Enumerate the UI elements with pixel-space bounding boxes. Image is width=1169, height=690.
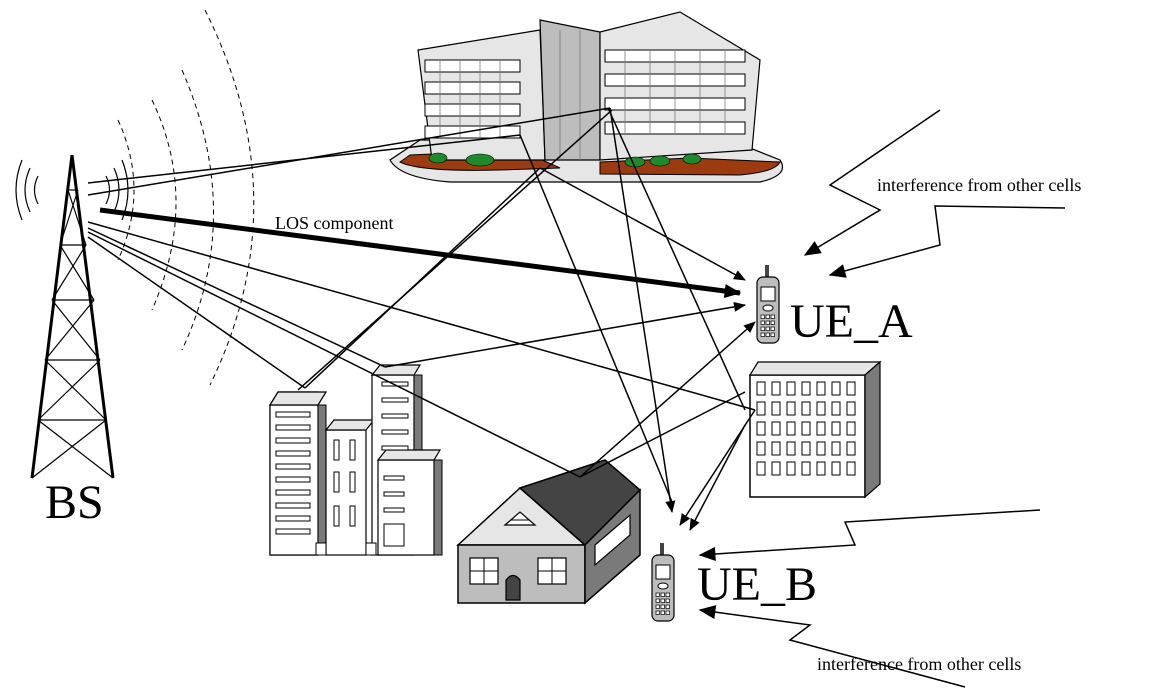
tower-window	[756, 401, 766, 416]
keypad-key	[655, 598, 660, 603]
ue-a-label: UE_A	[790, 295, 913, 348]
keypad-key	[665, 592, 670, 597]
keypad-key	[660, 598, 665, 603]
keypad-key	[770, 332, 775, 337]
interference-label-bottom: interference from other cells	[817, 654, 1021, 674]
wavefronts	[117, 9, 255, 386]
tower-window	[771, 461, 781, 476]
los-component-label: LOS component	[275, 213, 394, 233]
tower-window	[816, 441, 826, 456]
keypad-key	[665, 604, 670, 609]
ue-b-label: UE_B	[697, 558, 817, 611]
keypad-key	[655, 610, 660, 615]
tower-window	[816, 401, 826, 416]
tower-window	[756, 441, 766, 456]
tower-window	[801, 441, 811, 456]
keypad-key	[660, 610, 665, 615]
keypad-key	[760, 326, 765, 331]
keypad-key	[665, 610, 670, 615]
tower-window	[816, 381, 826, 396]
tower-window	[786, 421, 796, 436]
tower-window	[771, 421, 781, 436]
tower-window	[786, 381, 796, 396]
tower-window	[771, 441, 781, 456]
tower-window	[846, 381, 856, 396]
tower-window	[846, 461, 856, 476]
keypad-key	[770, 314, 775, 319]
keypad-key	[760, 320, 765, 325]
tower-window	[771, 381, 781, 396]
tower-window	[846, 401, 856, 416]
tower-window	[756, 381, 766, 396]
tower-window	[816, 461, 826, 476]
bs-label: BS	[45, 476, 104, 529]
keypad-key	[655, 592, 660, 597]
tower-window	[831, 401, 841, 416]
keypad-key	[765, 332, 770, 337]
base-station-tower	[15, 154, 129, 479]
tower-window	[771, 401, 781, 416]
tower-window	[801, 401, 811, 416]
tower-window	[786, 461, 796, 476]
tower-window	[846, 441, 856, 456]
interference-arrows	[698, 109, 1066, 688]
tower-window	[846, 421, 856, 436]
tower-window	[786, 441, 796, 456]
tower-window	[831, 381, 841, 396]
tower-window	[816, 421, 826, 436]
keypad-key	[665, 598, 670, 603]
interference-label-top: interference from other cells	[877, 175, 1081, 195]
keypad-key	[765, 326, 770, 331]
tower-window	[801, 421, 811, 436]
keypad-key	[765, 320, 770, 325]
apartment-building	[268, 364, 443, 556]
tower-window	[786, 401, 796, 416]
keypad-key	[770, 320, 775, 325]
keypad-key	[760, 332, 765, 337]
keypad-key	[765, 314, 770, 319]
tower-window	[756, 461, 766, 476]
tower-window	[831, 421, 841, 436]
keypad-key	[770, 326, 775, 331]
ue-b-phone	[651, 543, 675, 622]
tower-window	[756, 421, 766, 436]
tower-window	[801, 461, 811, 476]
keypad-key	[655, 604, 660, 609]
keypad-key	[760, 314, 765, 319]
keypad-key	[660, 604, 665, 609]
office-tower	[748, 360, 882, 499]
tower-window	[831, 461, 841, 476]
los-ray	[99, 207, 742, 298]
multipath-rays	[87, 107, 756, 531]
house	[456, 459, 642, 605]
tower-window	[831, 441, 841, 456]
tower-window	[801, 381, 811, 396]
ue-a-phone	[756, 265, 780, 344]
office-building	[389, 11, 784, 183]
keypad-key	[660, 592, 665, 597]
